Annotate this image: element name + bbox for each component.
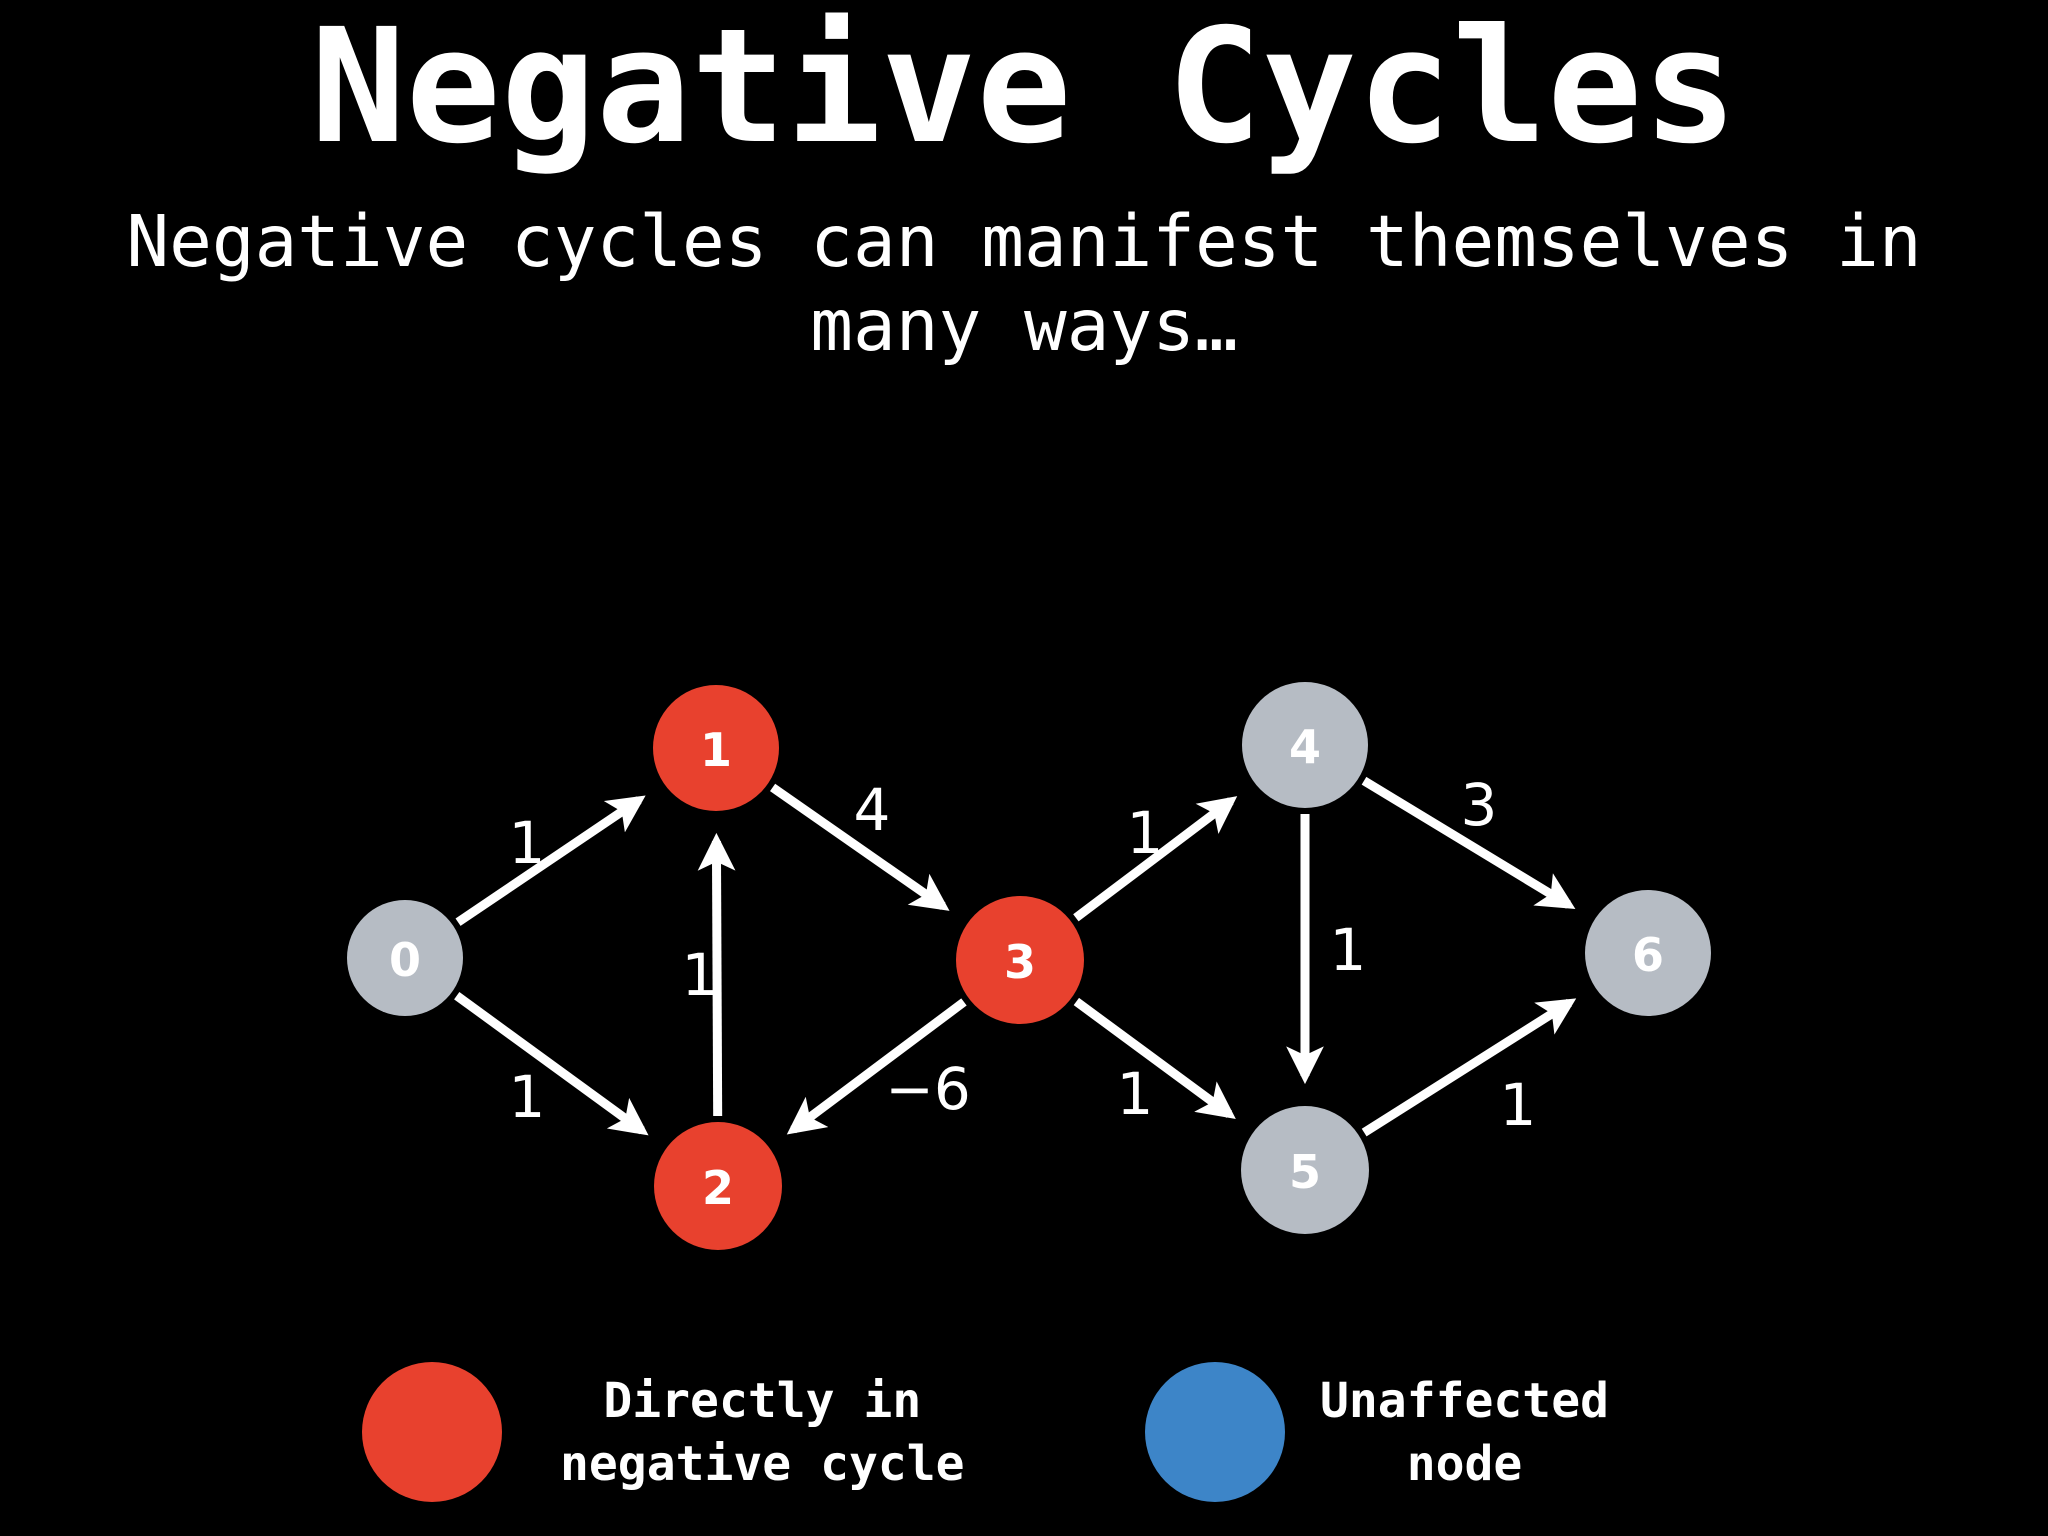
edge-weight-2-1: 1	[682, 941, 719, 1009]
legend-label-0: Directly in negative cycle	[560, 1373, 965, 1493]
node-label-3: 3	[1004, 935, 1036, 989]
edge-weight-3-5: 1	[1117, 1060, 1154, 1128]
node-label-4: 4	[1289, 720, 1321, 774]
node-circle-1	[653, 685, 779, 811]
node-label-0: 0	[389, 933, 421, 987]
node-circle-4	[1242, 682, 1368, 808]
edge-weight-4-6: 3	[1461, 771, 1498, 839]
graph-edge-3-2	[786, 998, 967, 1135]
node-circle-2	[654, 1122, 782, 1250]
node-circle-0	[347, 900, 463, 1016]
graph-node-3[interactable]: 3	[956, 896, 1084, 1024]
edge-weight-0-2: 1	[509, 1063, 546, 1131]
node-circle-5	[1241, 1106, 1369, 1234]
edge-weight-0-1: 1	[509, 809, 546, 877]
graph-edge-1-3	[770, 783, 950, 911]
graph-edge-2-1	[697, 832, 736, 1117]
node-label-1: 1	[700, 723, 732, 777]
node-circle-3	[956, 896, 1084, 1024]
node-layer: 0 1 2 3 4 5 6	[347, 682, 1711, 1250]
edge-weight-3-2: −6	[885, 1055, 971, 1123]
graph-edge-3-5	[1073, 997, 1236, 1120]
page-subtitle: Negative cycles can manifest themselves …	[126, 200, 1922, 367]
node-label-5: 5	[1289, 1145, 1321, 1199]
graph-edge-0-2	[454, 992, 649, 1136]
node-circle-6	[1585, 890, 1711, 1016]
graph-node-6[interactable]: 6	[1585, 890, 1711, 1016]
legend-swatch-0	[362, 1362, 502, 1502]
page-title: Negative Cycles	[310, 0, 1738, 179]
graph-edge-5-6	[1361, 998, 1577, 1137]
graph-node-1[interactable]: 1	[653, 685, 779, 811]
graph-edge-4-6	[1361, 776, 1576, 909]
graph-node-0[interactable]: 0	[347, 900, 463, 1016]
graph-node-4[interactable]: 4	[1242, 682, 1368, 808]
legend-swatch-1	[1145, 1362, 1285, 1502]
edge-weight-5-6: 1	[1500, 1071, 1537, 1139]
node-label-2: 2	[702, 1161, 734, 1215]
graph-node-5[interactable]: 5	[1241, 1106, 1369, 1234]
edge-weight-4-5: 1	[1330, 916, 1367, 984]
edge-layer	[454, 776, 1577, 1137]
edge-weight-1-3: 4	[854, 776, 891, 844]
edge-weight-layer: 1 1 1 4 −6 1 1 1 3 1	[509, 771, 1537, 1139]
graph-node-2[interactable]: 2	[654, 1122, 782, 1250]
node-label-6: 6	[1632, 928, 1664, 982]
graph-edge-0-1	[455, 795, 646, 926]
edge-weight-3-4: 1	[1127, 799, 1164, 867]
graph-edge-3-4	[1073, 796, 1238, 922]
legend-label-1: Unaffected node	[1320, 1373, 1609, 1493]
